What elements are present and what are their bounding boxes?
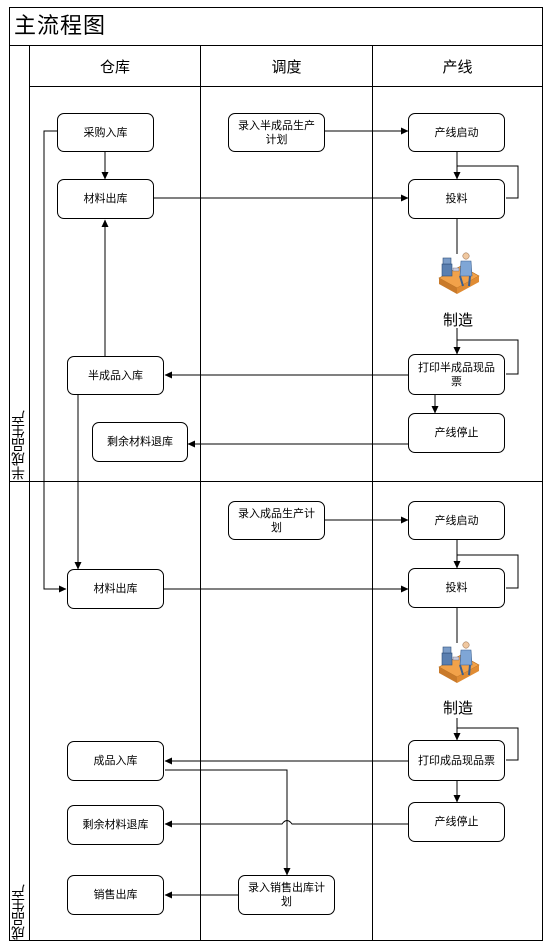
node-semi-finished-in[interactable]: 半成品入库 xyxy=(67,356,164,395)
make-label: 制造 xyxy=(443,311,474,329)
edge-print2-loop xyxy=(456,727,519,761)
edge-print-loop xyxy=(456,339,519,375)
lane-header-warehouse: 仓库 xyxy=(99,57,130,76)
edge-feed2-loop xyxy=(456,554,519,589)
node-sales-plan[interactable]: 录入销售出库计划 xyxy=(238,875,335,915)
swimlane-grid xyxy=(9,7,543,941)
lane-header-production-line: 产线 xyxy=(442,57,473,76)
node-material-return[interactable]: 剩余材料退库 xyxy=(92,422,188,462)
node-feed[interactable]: 投料 xyxy=(408,179,505,219)
edge-product-in-to-sales-plan xyxy=(165,769,291,876)
node-purchase-in[interactable]: 采购入库 xyxy=(57,113,154,152)
node-line-stop-2[interactable]: 产线停止 xyxy=(408,802,505,842)
make-label-2: 制造 xyxy=(443,699,474,717)
node-line-stop[interactable]: 产线停止 xyxy=(408,413,505,453)
node-sales-out[interactable]: 销售出库 xyxy=(67,875,164,915)
worker-icon xyxy=(438,641,480,683)
node-line-start-2[interactable]: 产线启动 xyxy=(408,501,505,540)
page-title: 主流程图 xyxy=(14,14,107,39)
node-semi-plan[interactable]: 录入半成品生产计划 xyxy=(228,113,325,152)
node-material-out-2[interactable]: 材料出库 xyxy=(67,569,164,609)
node-product-plan[interactable]: 录入成品生产计划 xyxy=(228,501,325,540)
node-print-product-ticket[interactable]: 打印成品现品票 xyxy=(408,740,505,781)
lane-header-dispatch: 调度 xyxy=(271,57,302,76)
node-print-semi-ticket[interactable]: 打印半成品现品票 xyxy=(408,354,505,395)
edge-purchase-to-phase2-material xyxy=(43,130,67,593)
node-line-start[interactable]: 产线启动 xyxy=(408,113,505,152)
node-product-in[interactable]: 成品入库 xyxy=(67,741,164,781)
phase-label-semi-finished: 半成品生产 xyxy=(11,410,27,480)
node-material-out[interactable]: 材料出库 xyxy=(57,179,154,219)
node-feed-2[interactable]: 投料 xyxy=(408,568,505,608)
worker-icon xyxy=(438,252,480,294)
phase-label-finished: 成品生产 xyxy=(11,884,27,940)
node-material-return-2[interactable]: 剩余材料退库 xyxy=(67,805,164,845)
edge-feed-loop xyxy=(456,165,519,199)
